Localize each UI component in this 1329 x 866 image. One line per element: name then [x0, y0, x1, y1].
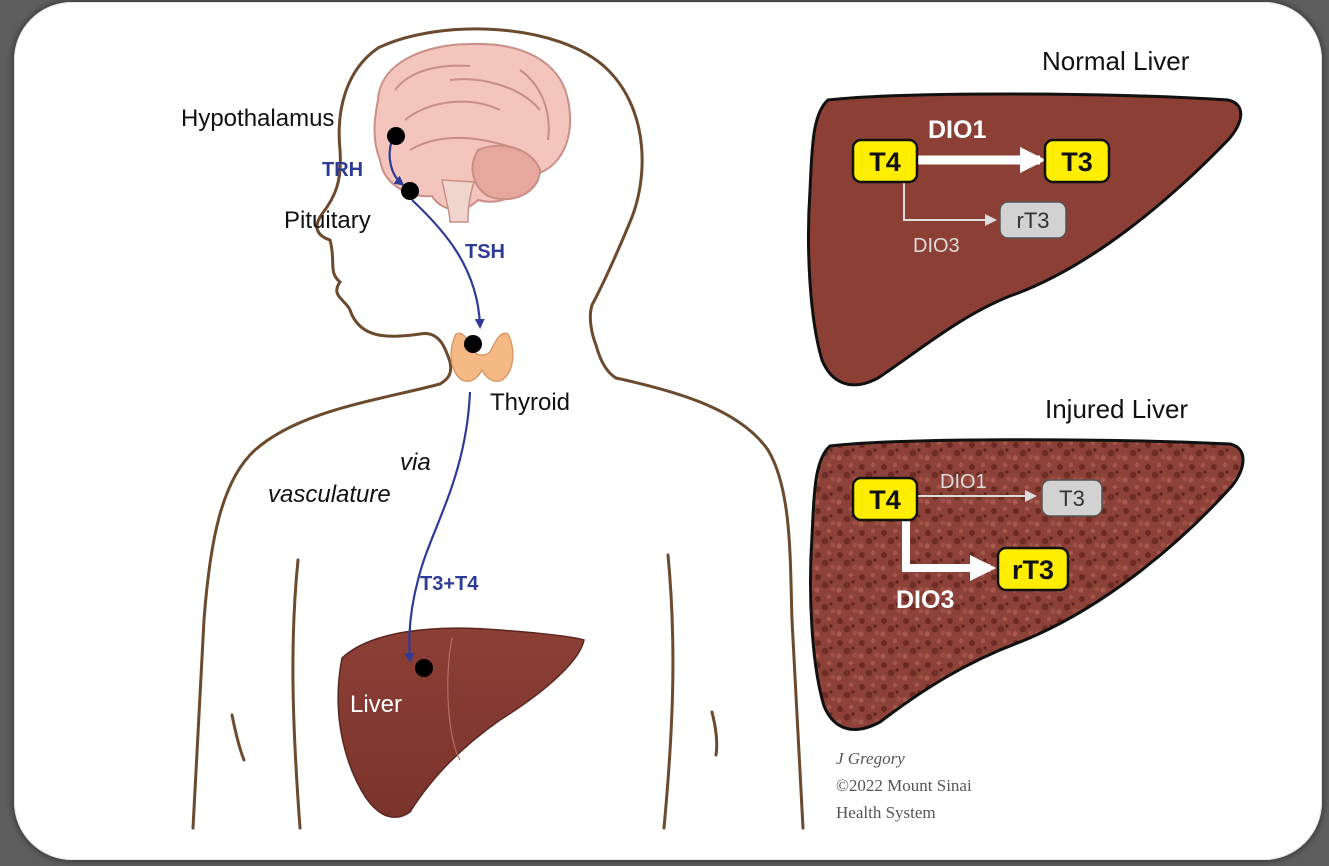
injured-t4-box: T4	[853, 478, 917, 520]
injured-rt3-box: rT3	[998, 548, 1068, 590]
injured-dio1-label: DIO1	[940, 471, 987, 493]
thyroid-liver-diagram: Hypothalamus Pituitary Thyroid Liver TRH…	[14, 2, 1322, 860]
thyroid-label: Thyroid	[490, 389, 570, 416]
injured-liver-panel: Injured Liver T4 T3 rT3 DIO1 DIO3	[811, 394, 1244, 729]
pituitary-label: Pituitary	[284, 207, 371, 234]
thyroid-to-liver-arrow	[409, 392, 470, 660]
credit-line-2: ©2022 Mount Sinai	[836, 776, 972, 795]
normal-dio1-label: DIO1	[928, 116, 986, 144]
svg-text:rT3: rT3	[1012, 555, 1054, 585]
trh-label: TRH	[322, 159, 363, 181]
normal-rt3-box: rT3	[1000, 202, 1066, 238]
tsh-arrow	[412, 200, 480, 326]
credit-line-1: J Gregory	[836, 749, 905, 768]
injured-dio3-label: DIO3	[896, 586, 954, 614]
svg-text:T3: T3	[1061, 147, 1093, 177]
thyroid-dot	[464, 335, 482, 353]
normal-liver-shape	[809, 94, 1241, 385]
normal-liver-panel: Normal Liver T4 T3 rT3 DIO1 DIO3	[809, 46, 1241, 385]
t3t4-label: T3+T4	[420, 573, 479, 595]
figure-card: Hypothalamus Pituitary Thyroid Liver TRH…	[14, 2, 1322, 860]
injured-liver-title: Injured Liver	[1045, 394, 1188, 424]
normal-t3-box: T3	[1045, 140, 1109, 182]
svg-text:T4: T4	[869, 147, 901, 177]
svg-text:T3: T3	[1059, 486, 1085, 511]
body-liver-illustration	[338, 628, 584, 817]
pituitary-dot	[401, 182, 419, 200]
liver-label: Liver	[350, 691, 402, 718]
via-label: via	[400, 449, 431, 476]
injured-t3-box: T3	[1042, 480, 1102, 516]
vasculature-label: vasculature	[268, 481, 391, 508]
svg-text:rT3: rT3	[1017, 208, 1050, 233]
normal-dio3-label: DIO3	[913, 235, 960, 257]
artist-credit: J Gregory ©2022 Mount Sinai Health Syste…	[836, 749, 972, 822]
svg-text:T4: T4	[869, 485, 901, 515]
tsh-label: TSH	[465, 241, 505, 263]
hypothalamus-label: Hypothalamus	[181, 105, 334, 132]
normal-t4-box: T4	[853, 140, 917, 182]
normal-liver-title: Normal Liver	[1042, 46, 1190, 76]
liver-dot	[415, 659, 433, 677]
credit-line-3: Health System	[836, 803, 936, 822]
thyroid-gland-illustration	[451, 333, 513, 381]
hypothalamus-dot	[387, 127, 405, 145]
